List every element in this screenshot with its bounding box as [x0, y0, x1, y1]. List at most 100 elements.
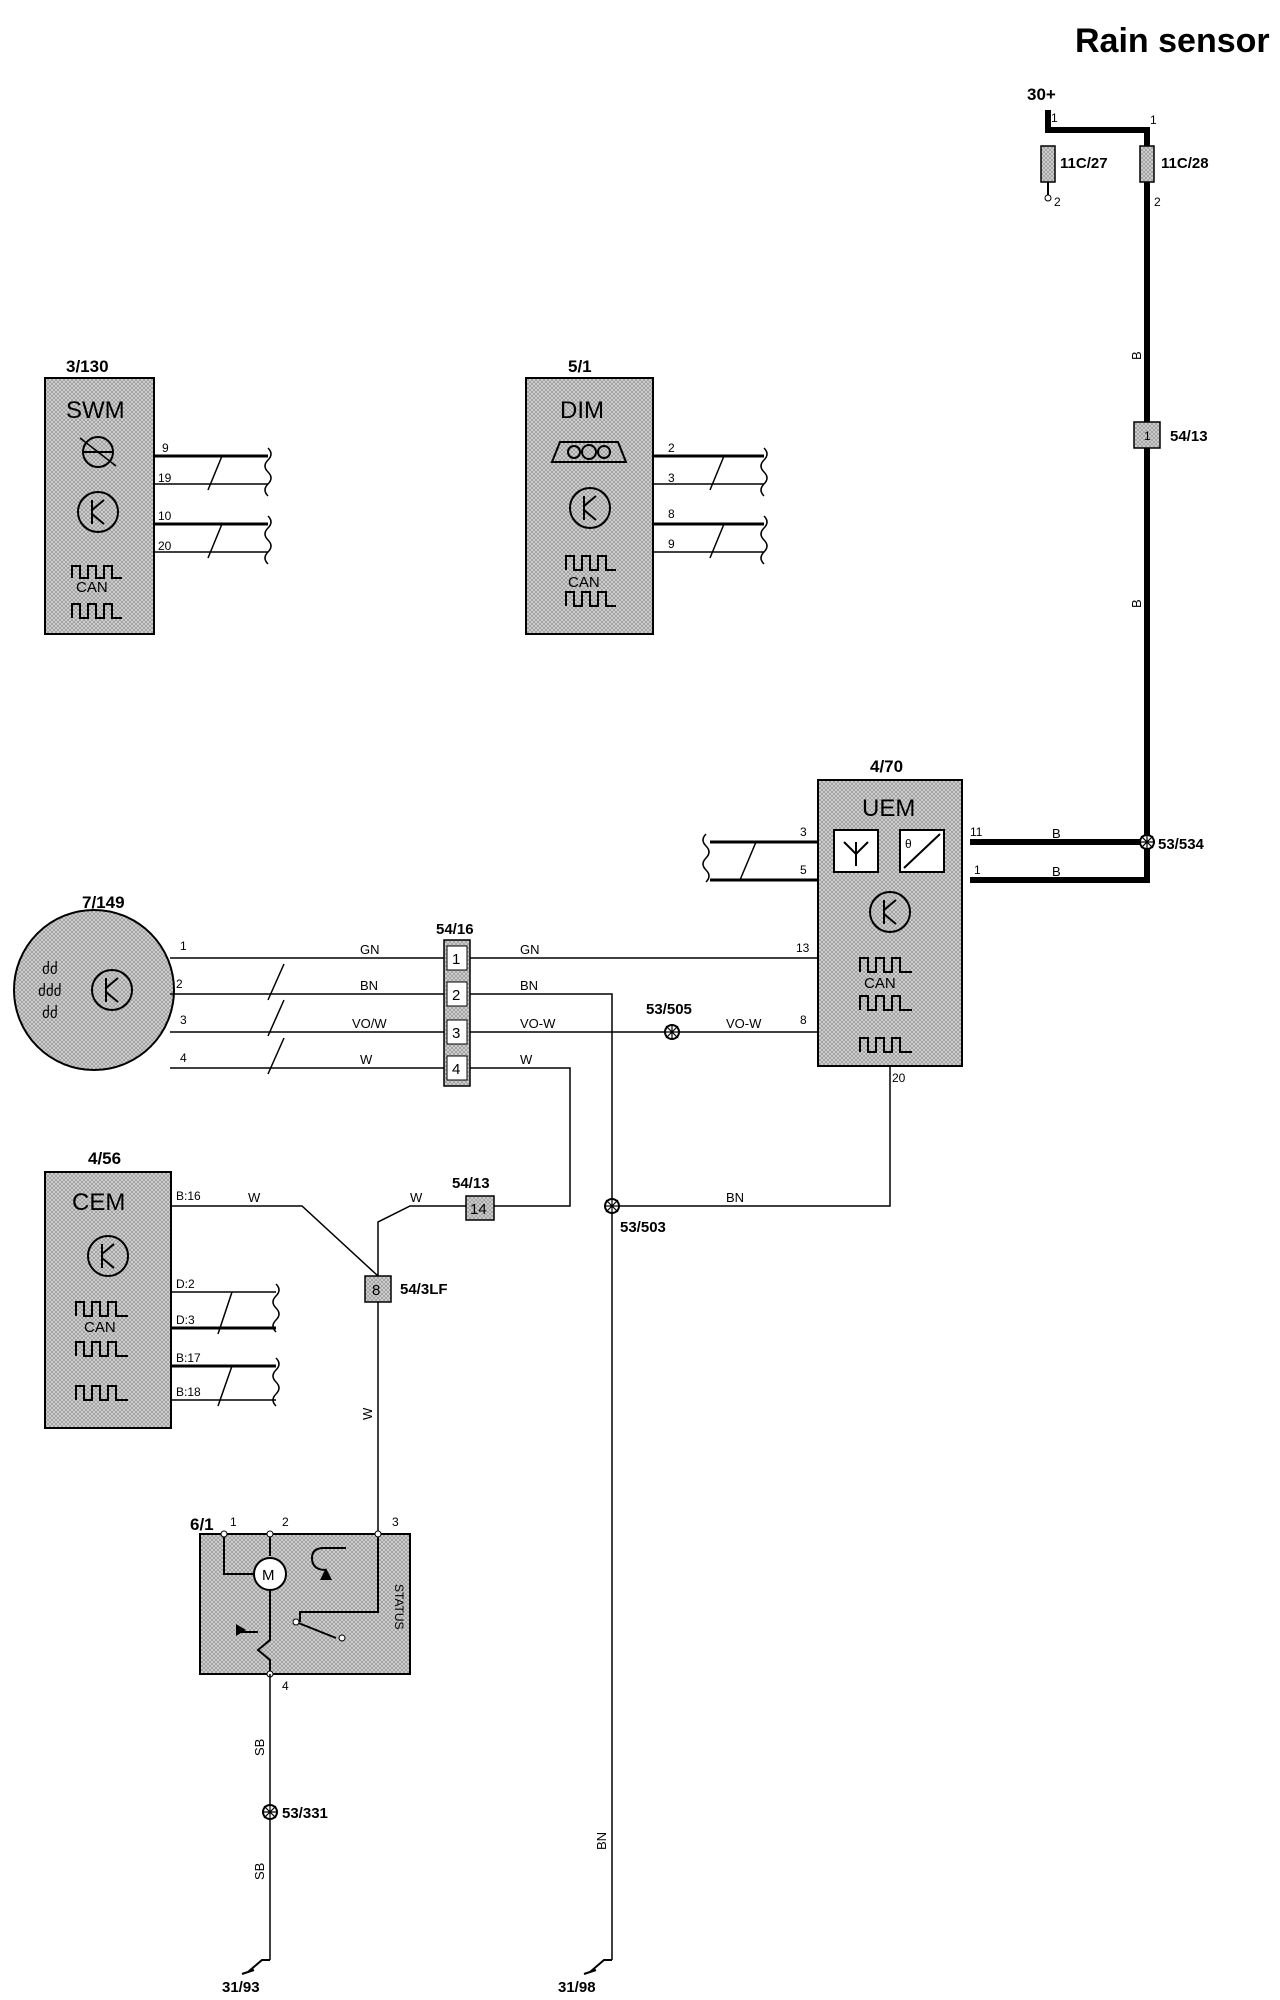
rain-pin-3: 3 — [180, 1013, 187, 1027]
wiper-id: 6/1 — [190, 1515, 214, 1534]
wire-label-bn-vertical: BN — [594, 1832, 609, 1850]
svg-text:ძძ: ძძ — [42, 1005, 58, 1022]
swm-pin-10: 10 — [158, 509, 172, 523]
cem-pin-d2: D:2 — [176, 1277, 195, 1291]
connector-54-13-top: 1 54/13 — [1133, 421, 1208, 449]
dim-can-label: CAN — [568, 574, 600, 591]
supply-label: 30+ — [1027, 85, 1056, 104]
dim-pin-3: 3 — [668, 471, 675, 485]
wire-label-vow-left: VO/W — [352, 1016, 387, 1031]
fuse-11c28-pin-top: 1 — [1150, 113, 1157, 127]
connector-54-3lf-label: 54/3LF — [400, 1281, 448, 1298]
wire-label-w-cem: W — [248, 1190, 261, 1205]
can-wave-icon-2 — [75, 1341, 128, 1357]
uem-pin-1: 1 — [974, 863, 981, 877]
wire-label-vow-right: VO-W — [726, 1016, 762, 1031]
swm-id: 3/130 — [66, 357, 109, 376]
wire-label-sb-lower: SB — [252, 1863, 267, 1880]
can-wave-icon-2 — [565, 591, 616, 607]
wire-label-gn-left: GN — [360, 942, 380, 957]
fuse-11c27-pin-bottom: 2 — [1054, 195, 1061, 209]
wire-label-bn-left: BN — [360, 978, 378, 993]
swm-pin-20: 20 — [158, 539, 172, 553]
rain-pin-1: 1 — [180, 939, 187, 953]
wire-label-vow-mid: VO-W — [520, 1016, 556, 1031]
swm-pin-19: 19 — [158, 471, 172, 485]
fuse-11c28: 1 2 11C/28 — [1139, 113, 1209, 209]
rain-sensor: 7/149 ძძ ძძძ ძძ 1 2 3 4 — [13, 893, 187, 1071]
svg-text:θ: θ — [905, 837, 912, 851]
wire-label-sb-upper: SB — [252, 1739, 267, 1756]
cem-pin-b16: B:16 — [176, 1189, 201, 1203]
uem-pin-20: 20 — [892, 1071, 906, 1085]
swm-name: SWM — [66, 397, 125, 424]
can-wave-icon — [565, 555, 616, 571]
fuse-11c28-pin-bottom: 2 — [1154, 195, 1161, 209]
wire-label-bn-right: BN — [520, 978, 538, 993]
connector-54-3lf-pin: 8 — [372, 1282, 380, 1299]
dim-pin-9: 9 — [668, 537, 675, 551]
supply-wire — [1045, 110, 1150, 150]
motor-icon: M — [253, 1557, 287, 1591]
wiper-pin-1: 1 — [230, 1515, 237, 1529]
wire-label-b-uem11: B — [1052, 826, 1061, 841]
dim-name: DIM — [560, 397, 604, 424]
transistor-icon — [87, 1235, 129, 1277]
transistor-icon — [569, 487, 611, 529]
wiper-pin-3: 3 — [392, 1515, 399, 1529]
can-wave-icon — [75, 1301, 128, 1317]
rain-pin-2: 2 — [176, 977, 183, 991]
connector-54-13-top-label: 54/13 — [1170, 428, 1208, 445]
wire-b-main-lower — [970, 448, 1150, 883]
splice-53-503-label: 53/503 — [620, 1219, 666, 1236]
uem-pin-11: 11 — [970, 825, 983, 839]
swm-pin-9: 9 — [162, 441, 169, 455]
svg-text:ძძ: ძძ — [42, 961, 58, 978]
connector-54-13-mid-pin: 14 — [470, 1201, 487, 1218]
ground-31-98: 31/98 — [558, 1959, 612, 1996]
connector-54-13-top-pin: 1 — [1144, 429, 1151, 443]
can-wave-icon — [859, 957, 912, 973]
module-cem: 4/56 CEM CAN B:16 D:2 D:3 B:17 B:18 — [44, 1149, 379, 1429]
steering-wheel-icon — [79, 436, 117, 468]
rain-sensor-id: 7/149 — [82, 893, 125, 912]
wire-label-bn-uem20: BN — [726, 1190, 744, 1205]
uem-pin-13: 13 — [796, 941, 810, 955]
wire-label-b-upper: B — [1129, 351, 1144, 360]
svg-text:ძძძ: ძძძ — [38, 983, 62, 1000]
rain-pin-4: 4 — [180, 1051, 187, 1065]
connector-54-13-mid: 14 54/13 — [452, 1175, 495, 1221]
splice-53-503: 53/503 — [604, 1198, 666, 1236]
uem-id: 4/70 — [870, 757, 903, 776]
connector-54-16-pin-1: 1 — [452, 951, 460, 968]
cem-pin-b18: B:18 — [176, 1385, 201, 1399]
module-swm: 3/130 SWM CAN 9 19 10 20 — [44, 357, 272, 635]
can-wave-icon-2 — [71, 603, 122, 619]
wire-label-gn-right: GN — [520, 942, 540, 957]
can-wave-icon-3 — [859, 1037, 912, 1053]
connector-54-3lf: 8 54/3LF — [364, 1275, 448, 1303]
connector-54-13-mid-label: 54/13 — [452, 1175, 490, 1192]
splice-53-534-label: 53/534 — [1158, 836, 1205, 853]
splice-53-331: 53/331 — [262, 1804, 328, 1822]
page-title: Rain sensor — [1075, 22, 1270, 60]
fuse-11c27-pin-top: 1 — [1051, 111, 1058, 125]
uem-name: UEM — [862, 795, 915, 822]
cem-id: 4/56 — [88, 1149, 121, 1168]
svg-text:M: M — [262, 1567, 275, 1584]
splice-53-505: 53/505 — [646, 1001, 692, 1040]
splice-53-534: 53/534 — [1139, 834, 1205, 853]
connector-54-16-pin-4: 4 — [452, 1061, 460, 1078]
wire-label-w-vertical: W — [360, 1407, 375, 1420]
uem-can-label: CAN — [864, 975, 896, 992]
connector-54-16-pin-3: 3 — [452, 1025, 460, 1042]
can-wave-icon — [71, 565, 122, 579]
connector-54-16-label: 54/16 — [436, 921, 474, 938]
wire-label-w-left: W — [360, 1052, 373, 1067]
dim-pin-2: 2 — [668, 441, 675, 455]
cem-name: CEM — [72, 1189, 125, 1216]
connector-54-16-pin-2: 2 — [452, 987, 460, 1004]
wire-label-w-right: W — [520, 1052, 533, 1067]
cem-pin-b17: B:17 — [176, 1351, 201, 1365]
